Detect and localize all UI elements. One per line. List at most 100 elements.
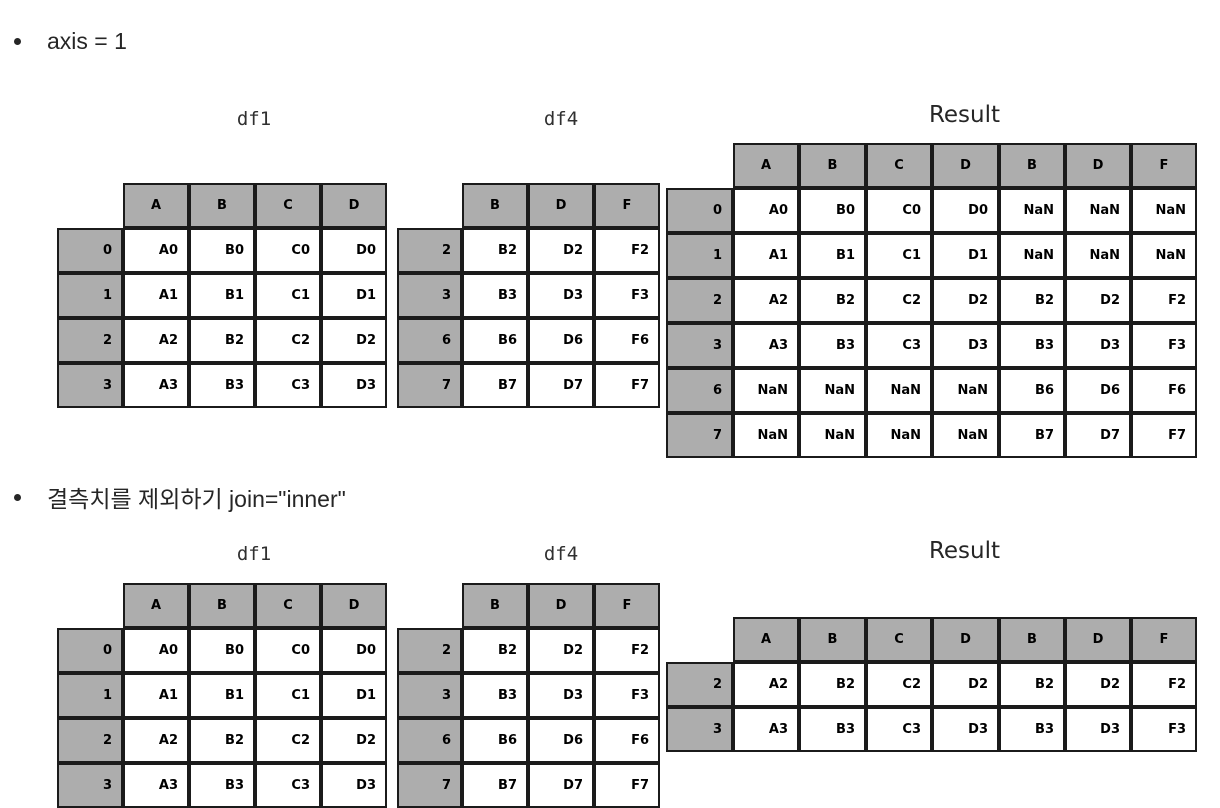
table-cell: F2 xyxy=(594,628,660,673)
column-header-D: D xyxy=(321,183,387,228)
row-index-cell: 1 xyxy=(57,673,123,718)
bullet-axis-1-label: axis = 1 xyxy=(47,28,127,54)
row-index-cell: 6 xyxy=(397,718,462,763)
bullet-join-inner: 결측치를 제외하기 join="inner" xyxy=(14,480,346,514)
column-header-B: B xyxy=(799,617,866,662)
table-cell: B2 xyxy=(999,662,1065,707)
table-cell: B2 xyxy=(999,278,1065,323)
column-header-B: B xyxy=(189,183,255,228)
table-cell: A1 xyxy=(123,673,189,718)
table-cell: D6 xyxy=(528,318,594,363)
table-cell: B6 xyxy=(462,318,528,363)
table-cell: C1 xyxy=(255,273,321,318)
row-index-cell: 3 xyxy=(57,763,123,808)
table-cell: A3 xyxy=(123,763,189,808)
table-cell: D3 xyxy=(528,273,594,318)
bullet-axis-1: axis = 1 xyxy=(14,28,127,55)
row-index-cell: 2 xyxy=(57,718,123,763)
table-cell: B0 xyxy=(189,228,255,273)
table-cell: F2 xyxy=(1131,662,1197,707)
table-title-df4-bottom: df4 xyxy=(543,543,579,565)
column-header-D: D xyxy=(1065,617,1131,662)
table-cell: B1 xyxy=(189,673,255,718)
table-cell: A0 xyxy=(123,228,189,273)
table-cell: B3 xyxy=(462,273,528,318)
table-cell: C1 xyxy=(255,673,321,718)
table-cell: D7 xyxy=(1065,413,1131,458)
column-header-D: D xyxy=(1065,143,1131,188)
row-index-cell: 3 xyxy=(666,323,733,368)
column-header-D: D xyxy=(932,617,999,662)
table-cell: B2 xyxy=(799,278,866,323)
table-cell: B3 xyxy=(189,363,255,408)
column-header-F: F xyxy=(594,183,660,228)
table-cell: C3 xyxy=(866,323,932,368)
table-cell: D3 xyxy=(528,673,594,718)
table-corner-cell xyxy=(666,617,733,662)
table-cell: D2 xyxy=(932,662,999,707)
table-cell: F3 xyxy=(594,673,660,718)
table-cell: A2 xyxy=(123,318,189,363)
table-cell: B0 xyxy=(189,628,255,673)
column-header-C: C xyxy=(255,583,321,628)
table-cell: NaN xyxy=(1131,233,1197,278)
row-index-cell: 7 xyxy=(397,763,462,808)
table-cell: C3 xyxy=(255,363,321,408)
row-index-cell: 0 xyxy=(57,628,123,673)
table-cell: B3 xyxy=(799,707,866,752)
bullet-dot-icon xyxy=(14,493,21,501)
table-cell: A2 xyxy=(733,278,799,323)
row-index-cell: 2 xyxy=(666,662,733,707)
row-index-cell: 2 xyxy=(666,278,733,323)
table-corner-cell xyxy=(57,183,123,228)
table-title-df1-top: df1 xyxy=(236,108,272,130)
table-cell: D2 xyxy=(321,718,387,763)
table-cell: B3 xyxy=(999,323,1065,368)
table-cell: D3 xyxy=(1065,707,1131,752)
table-corner-cell xyxy=(397,183,462,228)
row-index-cell: 6 xyxy=(397,318,462,363)
table-cell: D2 xyxy=(932,278,999,323)
table-title-df4-top: df4 xyxy=(543,108,579,130)
table-cell: B0 xyxy=(799,188,866,233)
table-cell: C2 xyxy=(866,278,932,323)
table-cell: A0 xyxy=(733,188,799,233)
row-index-cell: 7 xyxy=(666,413,733,458)
table-cell: D2 xyxy=(1065,662,1131,707)
table-cell: B7 xyxy=(462,363,528,408)
table-cell: D3 xyxy=(1065,323,1131,368)
table-cell: A3 xyxy=(733,707,799,752)
table-cell: B2 xyxy=(189,318,255,363)
table-cell: B1 xyxy=(189,273,255,318)
table-cell: NaN xyxy=(999,188,1065,233)
table-cell: C1 xyxy=(866,233,932,278)
table-cell: D3 xyxy=(932,323,999,368)
table-cell: B7 xyxy=(462,763,528,808)
row-index-cell: 7 xyxy=(397,363,462,408)
table-cell: F3 xyxy=(1131,707,1197,752)
table-corner-cell xyxy=(57,583,123,628)
table-title-result-top: Result xyxy=(928,102,1001,128)
table-cell: D3 xyxy=(321,763,387,808)
table-cell: D2 xyxy=(528,228,594,273)
table-cell: F3 xyxy=(594,273,660,318)
table-cell: C0 xyxy=(255,628,321,673)
